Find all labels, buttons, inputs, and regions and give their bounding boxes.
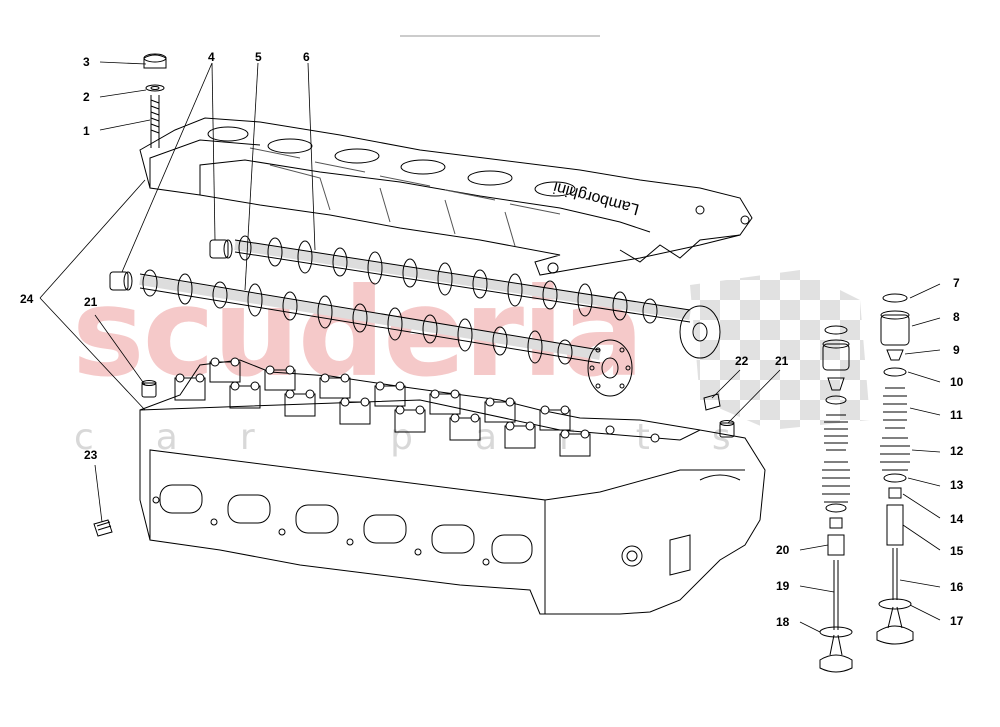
callout-10: 10 — [950, 375, 964, 389]
cover-engraving: Lamborghini — [552, 178, 641, 217]
callout-5: 5 — [255, 50, 262, 64]
callout-14: 14 — [950, 512, 964, 526]
cam-bushes — [109, 239, 233, 291]
locating-dowels — [93, 380, 735, 537]
callout-23: 23 — [84, 448, 98, 462]
callout-20: 20 — [776, 543, 790, 557]
callout-2: 2 — [83, 90, 90, 104]
leader-lines — [39, 61, 941, 633]
callout-4: 4 — [208, 50, 215, 64]
callout-18: 18 — [776, 615, 790, 629]
callout-12: 12 — [950, 444, 964, 458]
callout-3: 3 — [83, 55, 90, 69]
callout-22: 22 — [735, 354, 749, 368]
callout-6: 6 — [303, 50, 310, 64]
cylinder-head — [139, 357, 766, 615]
camshaft-lower — [139, 269, 633, 397]
callout-9: 9 — [953, 343, 960, 357]
callout-17: 17 — [950, 614, 964, 628]
callout-13: 13 — [950, 478, 964, 492]
callout-7: 7 — [953, 276, 960, 290]
watermark-subtitle: car parts — [74, 417, 793, 458]
valve-train-intake — [819, 325, 853, 673]
callout-11: 11 — [950, 408, 963, 422]
callout-16: 16 — [950, 580, 964, 594]
callout-24: 24 — [20, 292, 34, 306]
callout-1: 1 — [83, 124, 90, 138]
callout-19: 19 — [776, 579, 790, 593]
callout-21-left: 21 — [84, 295, 98, 309]
callout-15: 15 — [950, 544, 964, 558]
checkered-flag-watermark — [690, 270, 870, 430]
valve-train-exhaust — [876, 293, 914, 645]
stud-washer-nut — [143, 53, 167, 148]
camshaft-upper — [234, 235, 721, 359]
callout-8: 8 — [953, 310, 960, 324]
callout-21-right: 21 — [775, 354, 789, 368]
